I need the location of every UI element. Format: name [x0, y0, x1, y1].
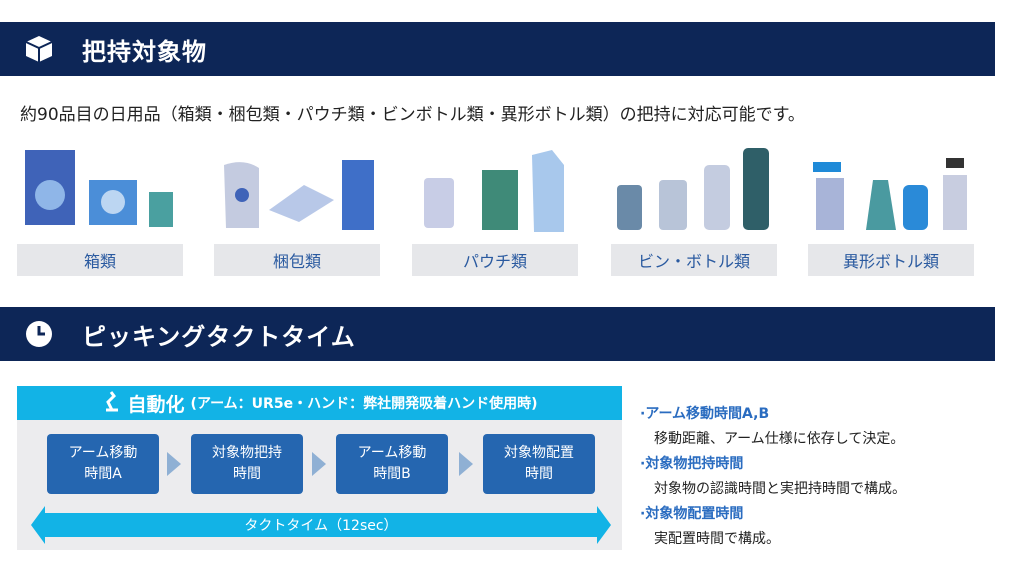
section-header-objects: 把持対象物	[0, 22, 995, 76]
note-heading: ·アーム移動時間A,B	[640, 406, 770, 422]
note-heading: ·対象物配置時間	[640, 506, 744, 522]
category-bottles: ビン・ボトル類	[611, 244, 777, 276]
step-label: 対象物配置	[504, 445, 574, 461]
step-grasp: 対象物把持時間	[191, 434, 303, 494]
note-text: 移動距離、アーム仕様に依存して決定。	[654, 431, 905, 447]
bottles-illustration	[617, 148, 769, 230]
packages-illustration	[224, 160, 374, 230]
boxes-illustration	[25, 150, 173, 227]
step-place: 対象物配置時間	[483, 434, 595, 494]
step-label: 対象物把持	[212, 445, 282, 461]
section-title: 把持対象物	[82, 37, 207, 66]
category-boxes: 箱類	[17, 244, 183, 276]
irregular-bottles-illustration	[813, 158, 967, 230]
chevron-right-icon	[312, 452, 326, 476]
chevron-right-icon	[459, 452, 473, 476]
step-label: 時間	[233, 466, 261, 482]
category-pouches: パウチ類	[412, 244, 578, 276]
chevron-right-icon	[167, 452, 181, 476]
clock-icon	[22, 317, 56, 351]
step-label: 時間A	[84, 466, 122, 482]
step-arm-move-b: アーム移動時間B	[336, 434, 448, 494]
section-header-takt: ピッキングタクトタイム	[0, 307, 995, 361]
step-label: 時間	[525, 466, 553, 482]
step-label: アーム移動	[357, 445, 427, 461]
note-heading: ·対象物把持時間	[640, 456, 744, 472]
panel-subtitle: (アーム：UR5e・ハンド：弊社開発吸着ハンド使用時)	[190, 396, 538, 412]
category-packages: 梱包類	[214, 244, 380, 276]
panel-title: 自動化	[127, 393, 185, 416]
intro-text: 約90品目の日用品（箱類・梱包類・パウチ類・ビンボトル類・異形ボトル類）の把持に…	[20, 105, 805, 125]
note-text: 実配置時間で構成。	[654, 531, 780, 547]
step-label: 時間B	[373, 466, 411, 482]
double-arrow-icon	[31, 506, 611, 544]
takt-panel: 自動化 (アーム：UR5e・ハンド：弊社開発吸着ハンド使用時) アーム移動時間A…	[17, 386, 622, 550]
note-text: 対象物の認識時間と実把持時間で構成。	[654, 481, 906, 497]
takt-time-label: タクトタイム（12sec）	[244, 518, 398, 534]
step-label: アーム移動	[68, 445, 138, 461]
box-icon	[22, 32, 56, 66]
notes-list: ·アーム移動時間A,B 移動距離、アーム仕様に依存して決定。 ·対象物把持時間 …	[640, 402, 906, 552]
pouches-illustration	[424, 150, 564, 232]
step-arm-move-a: アーム移動時間A	[47, 434, 159, 494]
category-irregular-bottles: 異形ボトル類	[808, 244, 974, 276]
robot-arm-icon	[102, 390, 122, 416]
section-title: ピッキングタクトタイム	[82, 322, 356, 351]
panel-header: 自動化 (アーム：UR5e・ハンド：弊社開発吸着ハンド使用時)	[17, 386, 622, 420]
